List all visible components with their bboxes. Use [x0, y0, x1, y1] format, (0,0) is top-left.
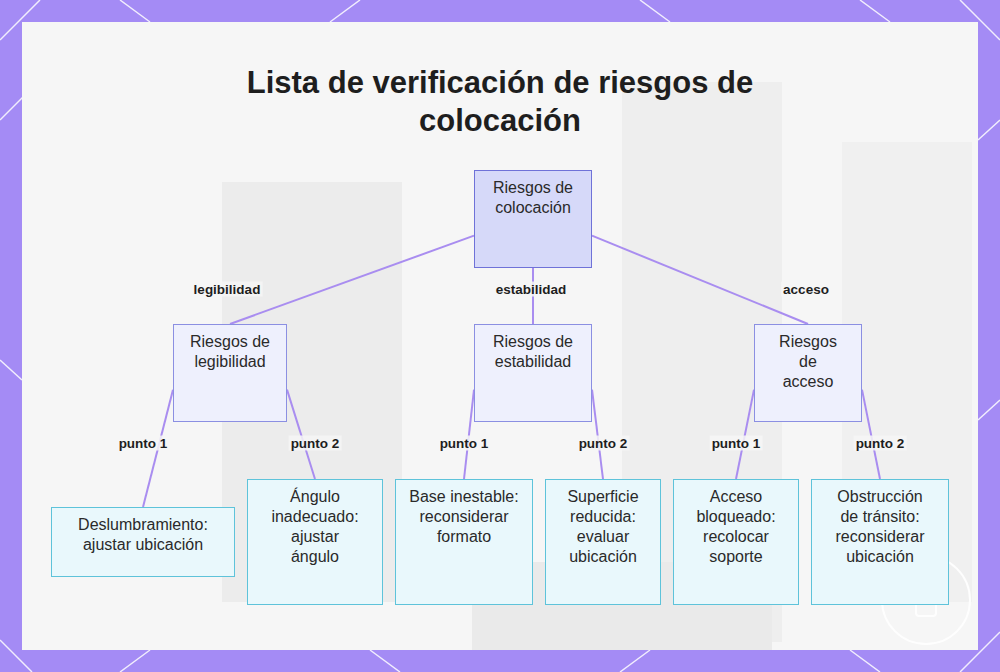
- item-box: Superficie reducida: evaluar ubicación: [545, 479, 661, 605]
- item-box: Base inestable: reconsiderar formato: [395, 479, 533, 605]
- node-text: Base inestable: reconsiderar formato: [401, 487, 527, 547]
- item-box: Obstrucción de tránsito: reconsiderar ub…: [811, 479, 949, 605]
- edge-label: estabilidad: [494, 282, 569, 297]
- connector-line: [230, 236, 474, 324]
- node-text: Ángulo inadecuado: ajustar ángulo: [267, 487, 363, 567]
- node-text: Riesgos de colocación: [491, 178, 575, 218]
- connector-line: [736, 390, 754, 479]
- edge-label: punto 2: [577, 436, 630, 451]
- node-text: Superficie reducida: evaluar ubicación: [555, 487, 651, 567]
- node-text: Riesgos de acceso: [773, 332, 843, 392]
- node-text: Obstrucción de tránsito: reconsiderar ub…: [830, 487, 930, 567]
- connector-line: [862, 390, 880, 479]
- node-text: Acceso bloqueado: recolocar soporte: [688, 487, 784, 567]
- item-box: Deslumbramiento: ajustar ubicación: [51, 507, 235, 577]
- category-box: Riesgos de acceso: [754, 324, 862, 422]
- connector-line: [287, 390, 315, 479]
- edge-label: punto 1: [117, 436, 170, 451]
- connector-line: [592, 236, 808, 324]
- node-text: Deslumbramiento: ajustar ubicación: [58, 515, 228, 555]
- category-box: Riesgos de estabilidad: [474, 324, 592, 422]
- item-box: Ángulo inadecuado: ajustar ángulo: [247, 479, 383, 605]
- node-text: Riesgos de estabilidad: [483, 332, 583, 372]
- node-text: Riesgos de legibilidad: [185, 332, 275, 372]
- connector-line: [592, 390, 603, 479]
- item-box: Acceso bloqueado: recolocar soporte: [673, 479, 799, 605]
- diagram-title: Lista de verificación de riesgos de colo…: [200, 64, 800, 140]
- edge-label: punto 1: [438, 436, 491, 451]
- edge-label: legibilidad: [192, 282, 263, 297]
- edge-label: punto 2: [854, 436, 907, 451]
- edge-label: punto 1: [710, 436, 763, 451]
- edge-label: punto 2: [289, 436, 342, 451]
- category-box: Riesgos de legibilidad: [173, 324, 287, 422]
- root-box: Riesgos de colocación: [474, 170, 592, 268]
- edge-label: acceso: [781, 282, 831, 297]
- connector-line: [464, 390, 474, 479]
